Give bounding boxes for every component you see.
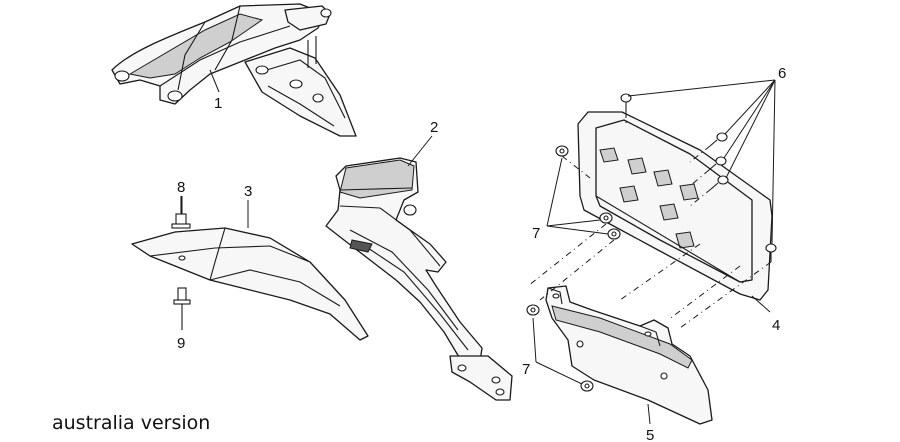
- part-5-lower-holder: [545, 285, 713, 425]
- part-3-splash-guard: [131, 227, 369, 341]
- callout-9: 9: [177, 335, 185, 352]
- nut: [607, 228, 621, 240]
- screw: [709, 132, 728, 147]
- nut: [555, 145, 569, 157]
- callout-4: 4: [772, 317, 780, 334]
- part-6-screws: [620, 93, 777, 262]
- screw: [765, 243, 777, 262]
- part-4-plate-bracket: [577, 111, 773, 301]
- callout-3: 3: [244, 183, 252, 200]
- screw: [708, 156, 727, 171]
- part-8-rivet-top: [171, 196, 191, 229]
- leader-lines: [181, 69, 776, 425]
- callout-8: 8: [177, 179, 185, 196]
- part-1-rear-fender: [111, 3, 357, 137]
- nut: [580, 380, 594, 392]
- alignment-lines: [527, 112, 772, 329]
- callout-7-lower: 7: [522, 361, 530, 378]
- callout-6: 6: [778, 65, 786, 82]
- screw: [620, 93, 632, 112]
- callout-1: 1: [214, 95, 222, 112]
- callout-2: 2: [430, 119, 438, 136]
- nut: [599, 212, 613, 224]
- nut: [526, 304, 540, 316]
- callout-7-upper: 7: [532, 225, 540, 242]
- screw: [710, 175, 729, 190]
- callout-5: 5: [646, 427, 654, 442]
- part-2-plate-holder-bracket: [325, 157, 513, 401]
- version-caption: australia version: [52, 412, 211, 434]
